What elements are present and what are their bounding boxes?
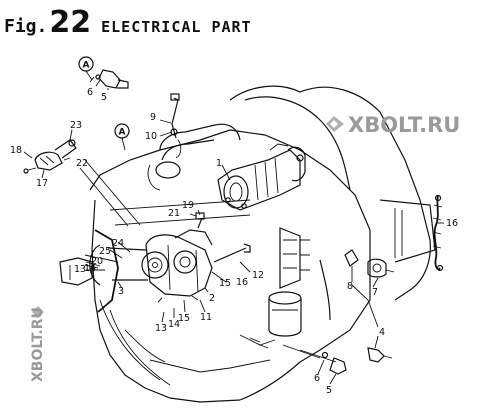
callout-16-mid: 16 <box>236 277 248 288</box>
callout-7: 7 <box>372 287 378 298</box>
reference-letter: A <box>119 128 126 138</box>
callout-5-top: 5 <box>101 92 107 103</box>
callout-22: 22 <box>76 158 88 169</box>
callout-14-bottom: 14 <box>168 319 180 330</box>
callout-18: 18 <box>10 145 22 156</box>
callout-1: 1 <box>216 158 222 169</box>
callout-6-bottom: 6 <box>314 373 320 384</box>
callout-11: 11 <box>200 312 212 323</box>
callout-13-bottom: 13 <box>155 323 167 334</box>
callout-21: 21 <box>168 208 180 219</box>
figure-prefix: Fig. <box>4 16 48 37</box>
sender-bottom <box>249 337 393 375</box>
bolt-12 <box>213 243 251 263</box>
watermark-right: XBOLT.RU <box>326 113 460 137</box>
reference-mark-a-top: A <box>78 56 94 81</box>
callout-25: 25 <box>99 246 111 257</box>
callout-19: 19 <box>182 200 194 211</box>
oil-filter <box>268 291 302 337</box>
leader-lines <box>23 79 444 385</box>
watermark-left-vertical: XBOLT.RU <box>30 306 46 382</box>
callout-8: 8 <box>347 281 353 292</box>
watermark-text: XBOLT.RU <box>348 113 460 137</box>
callout-9: 9 <box>150 112 156 123</box>
figure-number: 22 <box>49 5 92 40</box>
alternator <box>141 212 213 297</box>
callout-14-left: 14 <box>84 263 96 274</box>
callout-24: 24 <box>112 238 124 249</box>
pipe-fitting <box>170 93 182 159</box>
watermark-text: XBOLT.RU <box>30 307 46 382</box>
reference-mark-a-mid: A <box>114 123 130 151</box>
callout-labels: 1 2 3 4 5 5 6 6 7 8 9 10 11 12 13 13 14 … <box>10 87 458 396</box>
wire-harness <box>432 194 444 272</box>
callout-6-top: 6 <box>87 87 93 98</box>
callout-5-bottom: 5 <box>326 385 332 396</box>
fan-belt <box>59 229 148 313</box>
reference-letter: A <box>83 61 90 71</box>
callout-23: 23 <box>70 120 82 131</box>
callout-17: 17 <box>36 178 48 189</box>
engine-block <box>89 85 436 403</box>
callout-4: 4 <box>379 327 385 338</box>
callout-10: 10 <box>145 131 157 142</box>
callout-12: 12 <box>252 270 264 281</box>
callout-15-bottom: 15 <box>178 313 190 324</box>
callout-13-left: 13 <box>74 264 86 275</box>
figure-header: Fig. 22 ELECTRICAL PART <box>4 4 252 38</box>
callout-2: 2 <box>209 293 215 304</box>
figure-title: ELECTRICAL PART <box>101 18 252 36</box>
callout-16-right: 16 <box>446 218 458 229</box>
connector-right <box>344 249 395 278</box>
callout-15-mid: 15 <box>219 278 231 289</box>
callout-3: 3 <box>118 286 124 297</box>
starter-motor <box>217 143 306 211</box>
oil-pressure-switch <box>23 139 77 174</box>
temperature-sender <box>89 69 129 89</box>
callout-20: 20 <box>91 256 103 267</box>
